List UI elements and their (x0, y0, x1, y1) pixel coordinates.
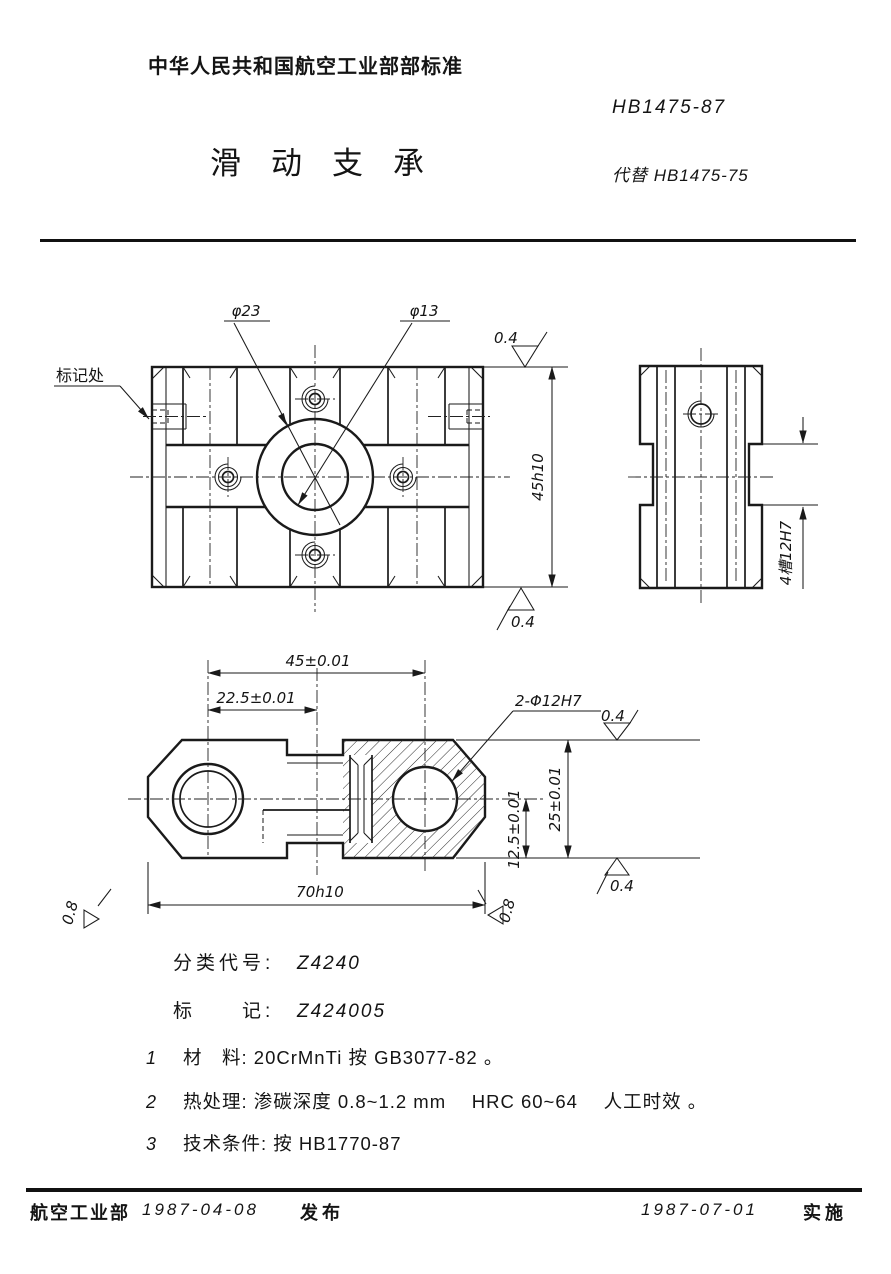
header-divider (40, 239, 856, 242)
side-view: 4槽12H7 (628, 348, 818, 606)
page-title: 滑动支承 (210, 146, 454, 181)
side-notch-left (152, 403, 187, 430)
marking-spot-label: 标记处 (56, 366, 104, 385)
note-material: 1 材 料: 20CrMnTi 按 GB3077-82 。 (146, 1047, 504, 1068)
footer-implementation-action: 实施 (803, 1203, 847, 1223)
front-section-view (128, 660, 545, 875)
svg-text:0.4: 0.4 (494, 329, 518, 347)
marking-label: 标 记: (173, 1001, 275, 1022)
standard-org-title: 中华人民共和国航空工业部部标准 (148, 56, 463, 78)
standard-number: HB1475-87 (612, 97, 727, 118)
dim-125-label: 12.5±0.01 (505, 789, 523, 868)
side-view-centerlines (628, 348, 774, 606)
chamfer-ticks (151, 366, 484, 588)
roughness-04-front-bottom: 0.4 (596, 857, 634, 895)
roughness-04-topview-bottom: 0.4 (496, 586, 535, 631)
footer-issue-action: 发布 (300, 1203, 344, 1223)
note-heat-treatment: 2 热处理: 渗碳深度 0.8~1.2 mm HRC 60~64 人工时效 。 (146, 1091, 708, 1112)
holes-callout-label: 2-Φ12H7 (515, 692, 582, 710)
replaces-note: 代替 HB1475-75 (612, 166, 749, 185)
classification-code-row: 分类代号: Z4240 (173, 948, 361, 975)
roughness-04-topview-top: 0.4 (494, 329, 548, 368)
footer-issuer: 航空工业部 (30, 1203, 130, 1223)
dim-45h10-label: 45h10 (529, 453, 547, 501)
dim-45-label: 45±0.01 (285, 652, 350, 670)
front-view-centerlines (128, 660, 545, 875)
dim-225-label: 22.5±0.01 (216, 689, 295, 707)
svg-text:0.4: 0.4 (601, 707, 625, 725)
roughness-04-front-top: 0.4 (601, 707, 639, 741)
side-view-chamfers (639, 365, 763, 589)
footer-issue-date: 1987-04-08 (142, 1200, 259, 1219)
svg-text:0.8: 0.8 (58, 899, 82, 927)
dim-dia13-label: φ13 (410, 302, 439, 320)
marking-value: Z424005 (297, 1001, 387, 1022)
svg-text:0.8: 0.8 (495, 897, 519, 925)
footer-implementation-date: 1987-07-01 (641, 1200, 758, 1219)
svg-text:0.4: 0.4 (610, 877, 634, 895)
top-view-annotations: φ23 φ13 标记处 45h10 0.4 (54, 302, 568, 631)
marking-row: 标 记: Z424005 (173, 996, 386, 1023)
front-view-dimensions: 45±0.01 22.5±0.01 2-Φ12H7 0.4 25±0.01 12… (58, 652, 700, 929)
dim-grooves-label: 4槽12H7 (777, 520, 795, 585)
footer-divider (26, 1188, 862, 1192)
roughness-08-left: 0.8 (58, 888, 112, 929)
roughness-08-right: 0.8 (477, 889, 519, 925)
classification-code-label: 分类代号: (173, 953, 275, 974)
side-notch-right (448, 403, 483, 430)
classification-code-value: Z4240 (297, 953, 361, 974)
note-technical-conditions: 3 技术条件: 按 HB1770-87 (146, 1133, 402, 1154)
top-view (130, 345, 510, 612)
svg-text:0.4: 0.4 (511, 613, 535, 631)
dim-70h10-label: 70h10 (296, 883, 344, 901)
dim-25-label: 25±0.01 (546, 766, 564, 831)
dim-dia23-label: φ23 (232, 302, 261, 320)
